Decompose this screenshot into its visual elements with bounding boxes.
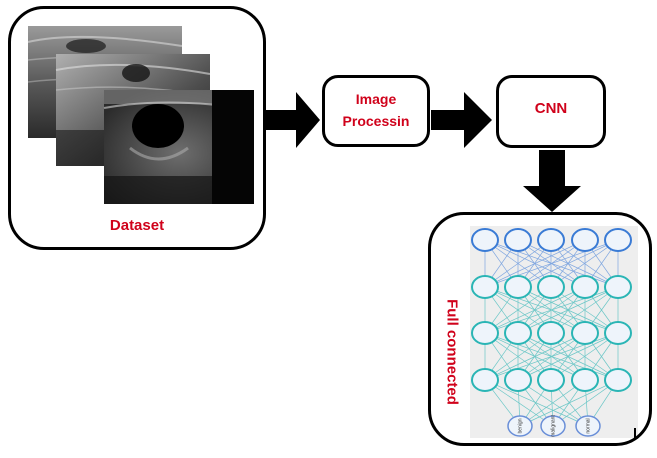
output-node	[540, 415, 566, 437]
network-node	[604, 321, 632, 345]
network-edge	[484, 332, 619, 381]
cursor-mark	[634, 428, 636, 440]
output-node-label: normal	[585, 418, 591, 433]
network-edge	[484, 332, 586, 381]
network-node	[537, 321, 565, 345]
network-edge	[484, 379, 589, 427]
arrow-processing-to-cnn	[431, 92, 492, 148]
network-node	[571, 275, 599, 299]
network-edge	[484, 286, 619, 334]
network-edge	[550, 332, 619, 381]
full-connected-box	[428, 212, 652, 446]
image-processing-label: Image Processin	[322, 88, 430, 132]
output-node-label: benign	[517, 418, 523, 433]
full-connected-label: Full connected	[443, 299, 461, 405]
network-edge	[552, 379, 619, 427]
output-node-label: malignant	[550, 415, 556, 437]
network-node	[604, 368, 632, 392]
output-node	[507, 415, 533, 437]
network-edge	[484, 239, 586, 288]
network-edge	[550, 239, 619, 288]
network-node	[471, 321, 499, 345]
arrow-cnn-to-fc	[523, 150, 581, 212]
network-node	[571, 368, 599, 392]
network-node	[504, 368, 532, 392]
network-edge	[484, 286, 552, 334]
network-edge	[519, 379, 619, 427]
network-edge	[517, 239, 619, 288]
image-processing-label-line2: Processin	[342, 113, 410, 129]
image-processing-label-line1: Image	[355, 91, 397, 107]
network-node	[571, 321, 599, 345]
cnn-label: CNN	[534, 100, 568, 117]
network-edge	[484, 239, 619, 288]
network-edge	[517, 332, 619, 381]
dataset-label: Dataset	[109, 217, 165, 234]
ultrasound-image-3	[103, 90, 255, 204]
network-edge	[484, 286, 586, 334]
full-connected-label-wrap: Full connected	[438, 292, 466, 412]
network-node	[537, 275, 565, 299]
network-node	[571, 228, 599, 252]
cnn-box	[496, 75, 606, 148]
network-edge	[519, 379, 586, 427]
arrow-dataset-to-processing	[266, 92, 320, 148]
network-node	[504, 228, 532, 252]
network-node	[537, 228, 565, 252]
network-edge	[550, 286, 619, 334]
network-node	[537, 368, 565, 392]
network-node	[471, 275, 499, 299]
network-node	[471, 228, 499, 252]
network-node	[504, 321, 532, 345]
network-node	[471, 368, 499, 392]
network-node	[504, 275, 532, 299]
image-processing-box	[322, 75, 430, 147]
network-edge	[517, 286, 619, 334]
network-node	[604, 275, 632, 299]
output-node	[575, 415, 601, 437]
network-nodes: benign malignant normal	[471, 228, 632, 437]
network-edge	[484, 239, 552, 288]
network-edge	[484, 332, 552, 381]
